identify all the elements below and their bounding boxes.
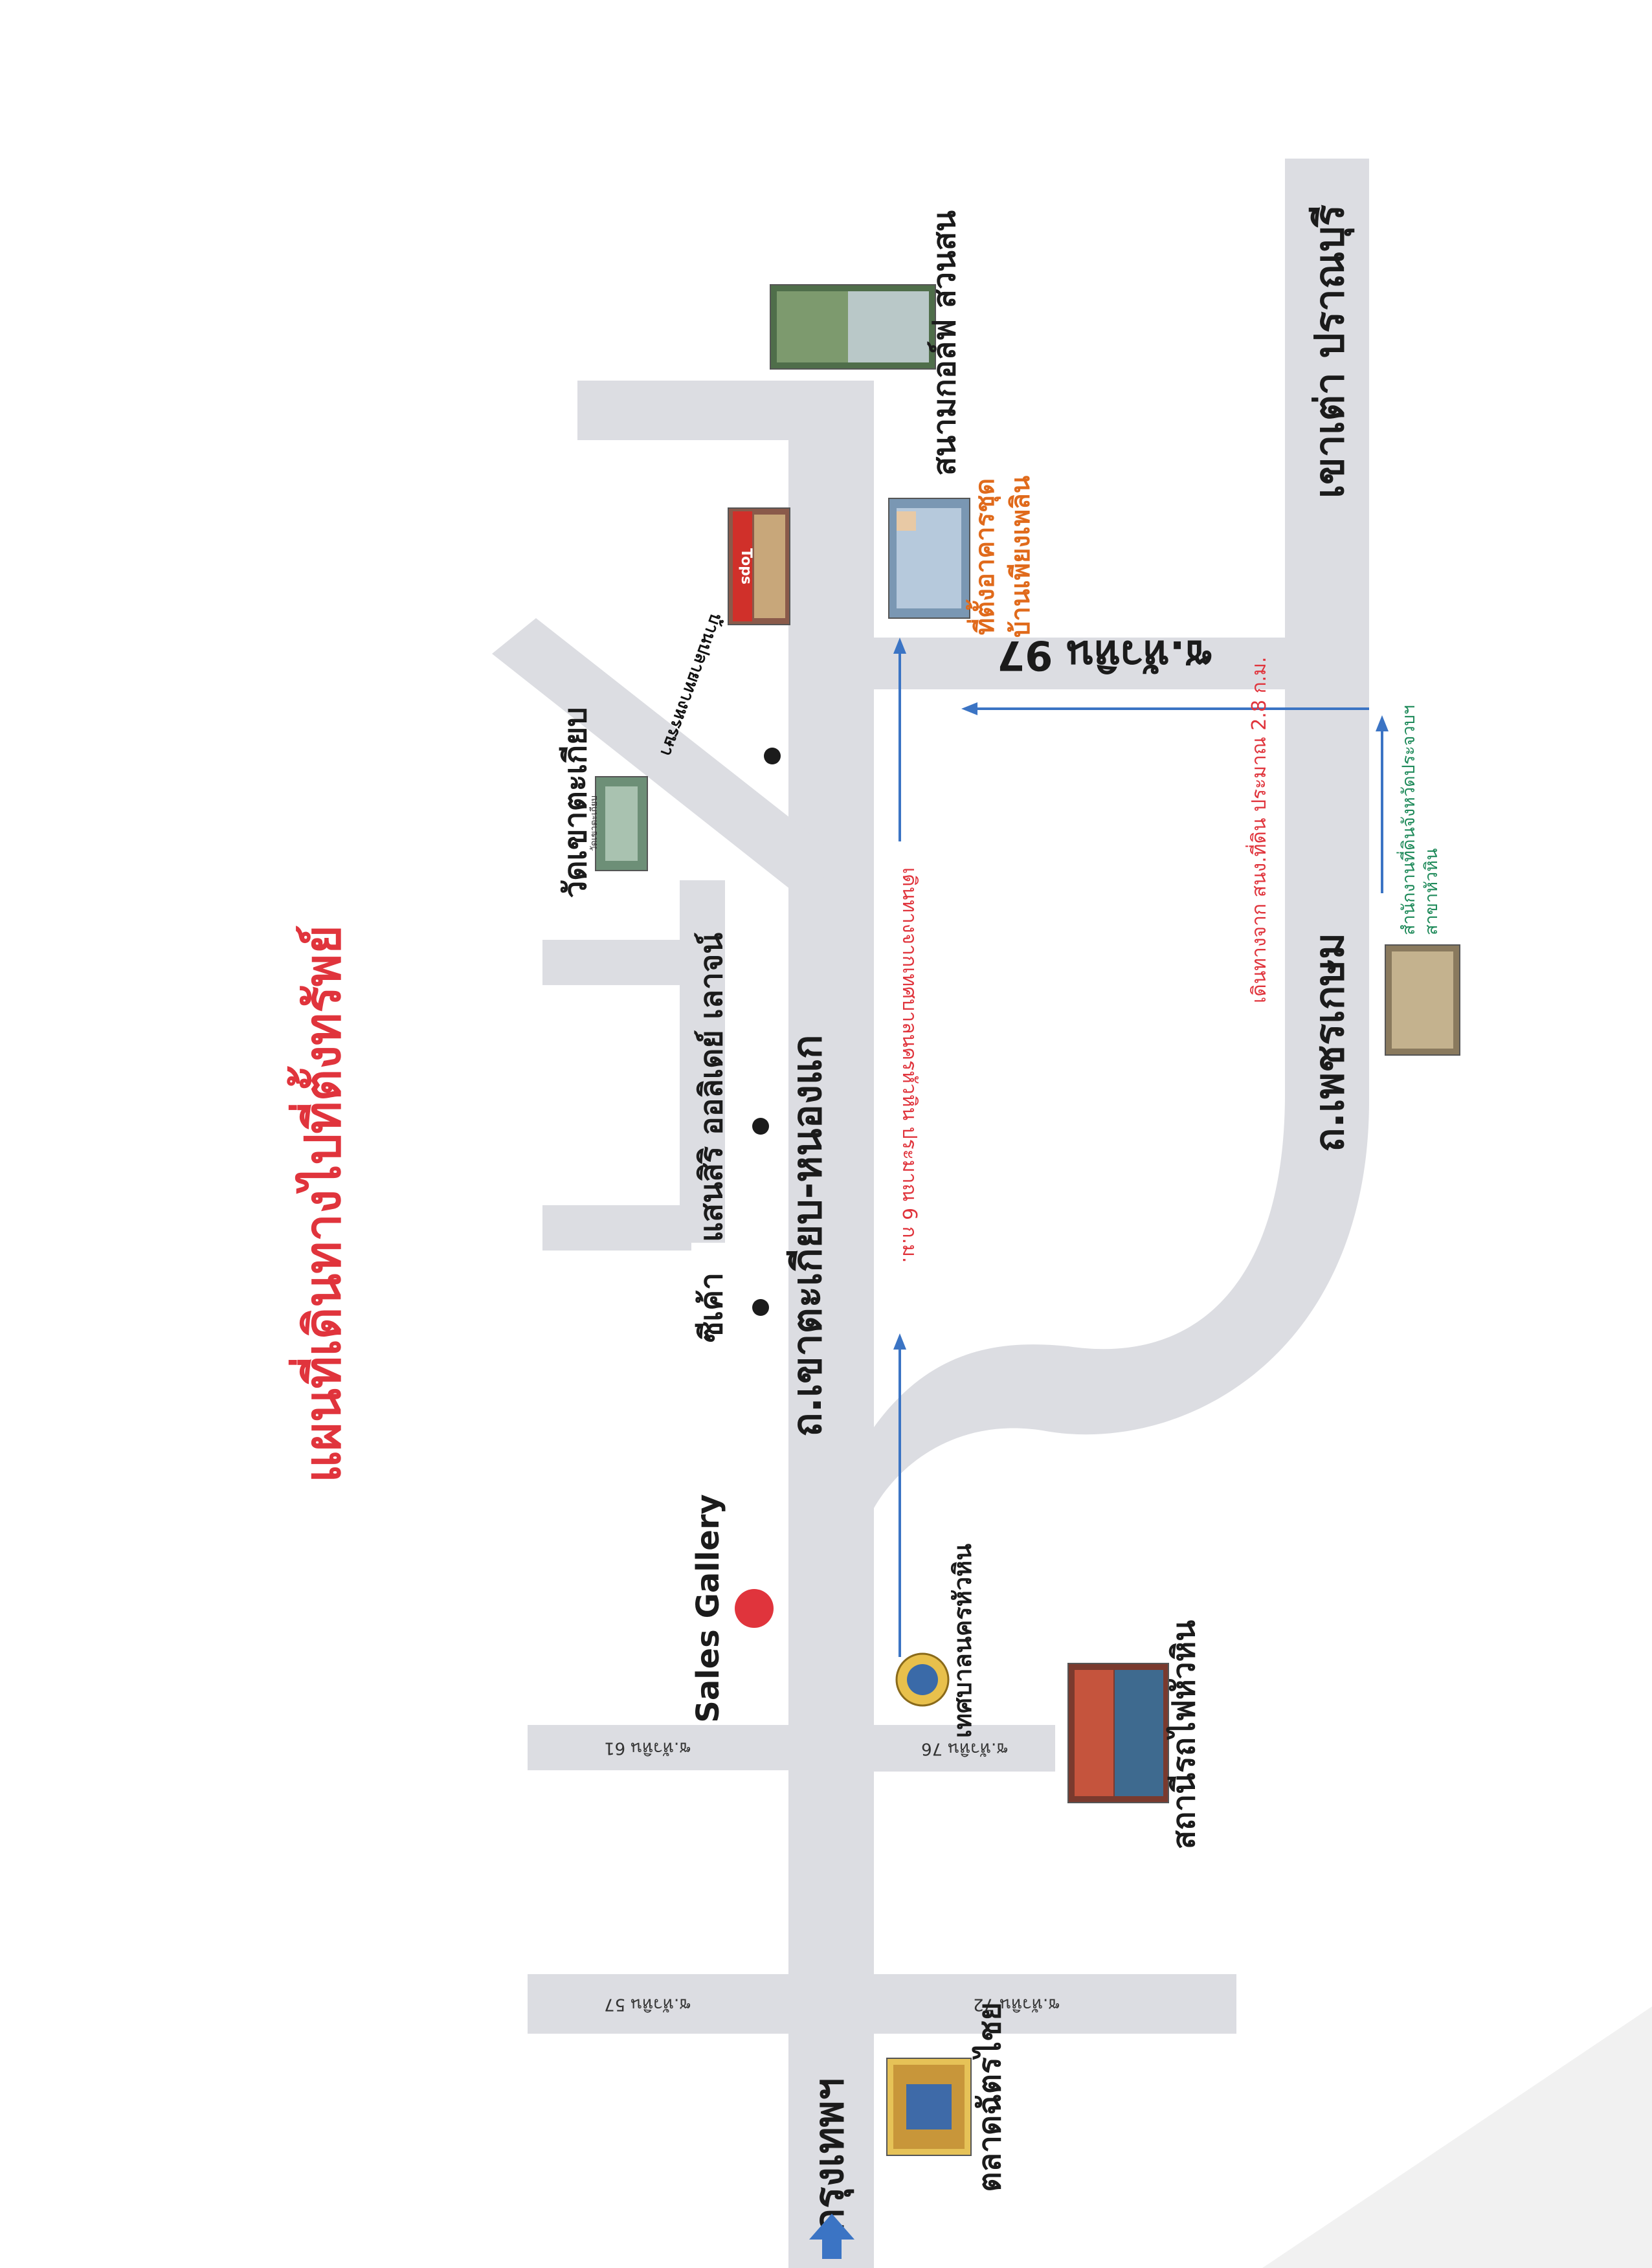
property-photo	[888, 498, 970, 619]
page-title: แผนที่เดินทางไปที่ตั้งทรัพย์	[287, 925, 352, 1482]
municipality-logo	[895, 1652, 950, 1707]
wat-photo: วัดเขาตะเกียบ	[589, 776, 648, 871]
soi-57-road	[528, 1974, 788, 2034]
soi-76-road	[874, 1725, 1055, 1772]
soi-61-label: ซ.หัวหิน 61	[604, 1739, 691, 1758]
land-office-route-label: เดินทางจาก สนง.ที่ดิน ประมาณ 2.8 ก.ม.	[1245, 657, 1271, 1003]
wat-label: วัดเขาตะเกียบ	[557, 707, 594, 898]
land-office-photo	[1385, 944, 1460, 1056]
tops-photo: Tops	[728, 507, 790, 625]
cdc-marker	[752, 1299, 769, 1316]
soi-61-road	[528, 1725, 788, 1770]
cdc-label: ซีเค้า	[693, 1273, 730, 1342]
soi-72-road	[874, 1974, 1236, 2034]
land-office-label-line1: สำนักงานที่ดินจังหวัดประจวบฯ	[1396, 705, 1419, 935]
municipality-label: เทศบาลนครหัวหิน	[948, 1544, 977, 1738]
tops-photo-label: Tops	[738, 548, 754, 584]
land-office-access-arrow	[1376, 715, 1389, 731]
land-office-route-arrow	[961, 702, 977, 715]
market-photo	[886, 2058, 972, 2156]
top-road-label: เขาเต่า ปราณบุรี	[1306, 205, 1354, 498]
station-photo	[1067, 1663, 1169, 1803]
land-office-label-line2: สาขาหัวหิน	[1422, 849, 1442, 935]
mansion-marker	[764, 748, 781, 764]
soi-57-label: ซ.หัวหิน 57	[604, 1995, 691, 2014]
soi-97-label: ซ.หัวหิน 97	[997, 632, 1212, 679]
station-label: สถานีรถไฟหัวหิน	[1165, 1620, 1202, 1849]
bangkok-arrow-icon	[809, 2214, 854, 2259]
paper-edge	[1262, 2007, 1652, 2268]
main-road	[788, 382, 874, 2268]
property-label-line2: บ้านเพียงเพลิน	[1006, 476, 1036, 638]
wat-road	[492, 618, 845, 896]
lansiri-label: แสนสิริ ออลิเดย์ เลาจน์	[693, 932, 730, 1242]
municipality-route-arrow-lower	[893, 1333, 906, 1350]
municipality-route-arrow-upper	[893, 638, 906, 654]
lansiri-branch-top	[542, 940, 691, 985]
sales-gallery-marker	[735, 1589, 774, 1628]
wat-photo-caption: วัดเขาตะเกียบ	[589, 795, 599, 851]
property-label-line1: ที่ตั้งอาคารชุด	[966, 478, 1001, 635]
golf-road	[577, 381, 874, 440]
highway-road	[874, 159, 1369, 1508]
golf-label: สนามกอล์ฟ สวนสน	[926, 210, 963, 476]
lansiri-marker	[752, 1118, 769, 1135]
golf-photo	[770, 284, 936, 370]
municipality-route-label: เดินทางจากเทศบาลนครหัวหิน ประมาณ 6 ก.ม.	[898, 867, 921, 1263]
soi-72-label: ซ.หัวหิน 72	[973, 1995, 1060, 2014]
sales-gallery-label: Sales Gallery	[690, 1494, 726, 1722]
highway-label: ถ.เพชรเกษม	[1306, 933, 1353, 1152]
bangkok-label: กรุงเทพฯ	[805, 2078, 854, 2233]
soi-76-label: ซ.หัวหิน 76	[921, 1739, 1008, 1759]
mansion-label: บ้านปลายทางหรรษา	[656, 610, 726, 759]
soi-97-road	[874, 638, 1285, 689]
main-road-label: ถ.เขาตะเกียบ-หนองแก	[783, 1035, 831, 1437]
lansiri-branch-bottom	[542, 1205, 691, 1251]
market-label: ตลาดฉัตรไชย	[971, 2002, 1008, 2192]
